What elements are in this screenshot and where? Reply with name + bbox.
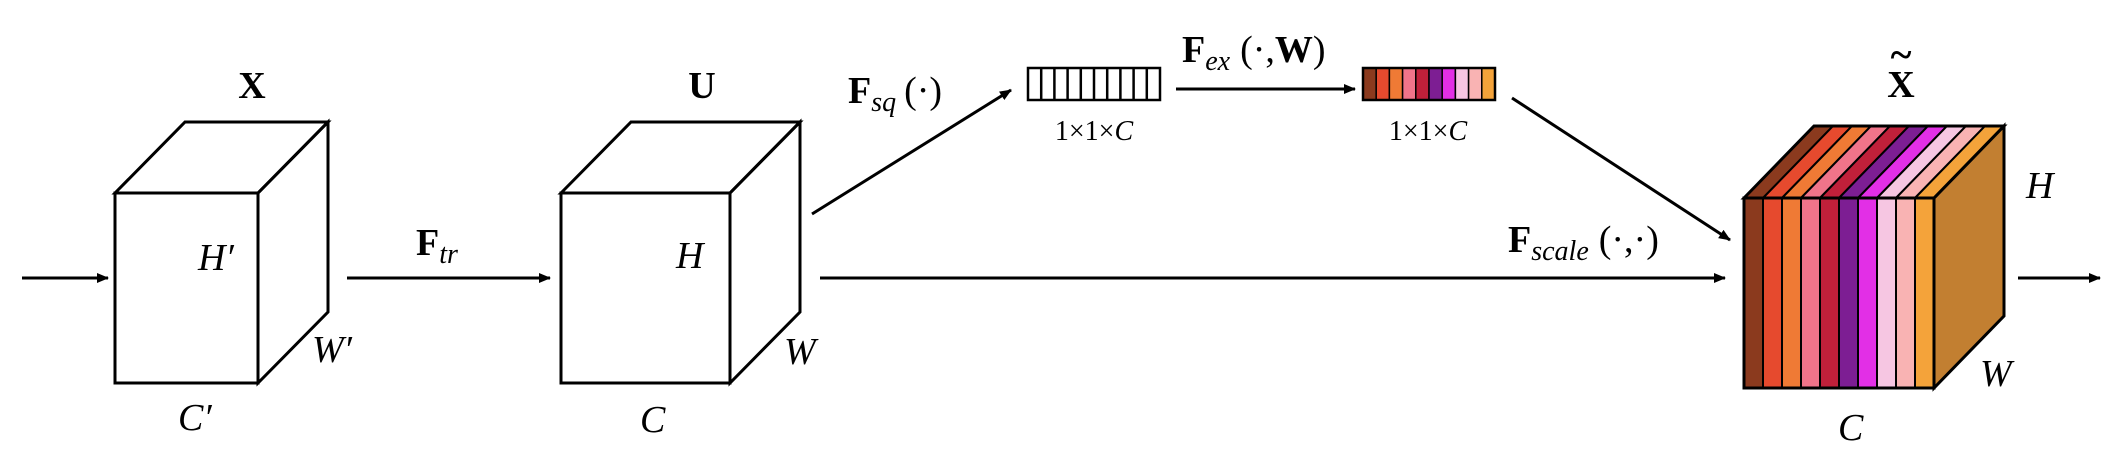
- excitation-output-dims: 1×1×C: [1389, 116, 1468, 147]
- feature-width-label: W: [784, 331, 819, 373]
- weights-to-scale-arrow: [1511, 96, 1731, 242]
- output-tensor-cube: [1740, 122, 2008, 392]
- excitation-cell: [1454, 67, 1470, 101]
- feature-map-cube: [557, 118, 804, 387]
- output-cube-top-outline: [1740, 124, 2008, 200]
- excitation-cell: [1415, 67, 1430, 101]
- transform-label: Ftr: [416, 222, 458, 270]
- feature-height-label: H: [675, 235, 706, 277]
- output-tensor-tilde: ~: [1891, 32, 1912, 77]
- excitation-vector-border: [1361, 66, 1497, 102]
- excitation-cell: [1401, 67, 1417, 101]
- squeeze-output-dims: 1×1×C: [1055, 116, 1134, 147]
- excitation-cell: [1375, 67, 1391, 101]
- output-tensor-label: X: [1887, 64, 1914, 106]
- input-height-label: H′: [197, 237, 234, 279]
- output-cube-front-slice: [1838, 197, 1859, 389]
- input-width-label: W′: [312, 329, 353, 371]
- excitation-vector: [1361, 66, 1497, 102]
- excitation-label: Fex(·,W): [1182, 29, 1326, 77]
- output-cube-front-slice: [1876, 197, 1897, 389]
- input-tensor-label: X: [238, 65, 265, 107]
- excitation-cell: [1481, 67, 1496, 101]
- excitation-cell: [1428, 67, 1443, 101]
- input-channels-label: C′: [178, 397, 212, 439]
- feature-channels-label: C: [640, 399, 666, 441]
- output-cube-front-slice: [1819, 197, 1840, 389]
- output-cube-front-slice: [1762, 197, 1783, 389]
- output-cube-front-slice: [1895, 197, 1916, 389]
- excitation-cell: [1441, 67, 1457, 101]
- output-channels-label: C: [1838, 407, 1864, 449]
- output-cube-front-slice: [1800, 197, 1821, 389]
- excitation-cell: [1467, 67, 1483, 101]
- squeeze-vector: [1026, 66, 1162, 102]
- excitation-cell: [1362, 67, 1377, 101]
- output-cube-front-slice: [1857, 197, 1878, 389]
- input-tensor-cube: [111, 118, 332, 387]
- output-cube-front-slice: [1781, 197, 1802, 389]
- output-cube-front-slice: [1914, 197, 1935, 389]
- feature-map-label: U: [688, 65, 715, 107]
- squeeze-arrow: [811, 88, 1012, 216]
- output-height-label: H: [2025, 165, 2056, 207]
- scale-label: Fscale(·,·): [1508, 219, 1659, 267]
- output-width-label: W: [1980, 353, 2015, 395]
- squeeze-label: Fsq(·): [848, 70, 942, 118]
- output-cube-front-slice: [1743, 197, 1764, 389]
- excitation-cell: [1388, 67, 1404, 101]
